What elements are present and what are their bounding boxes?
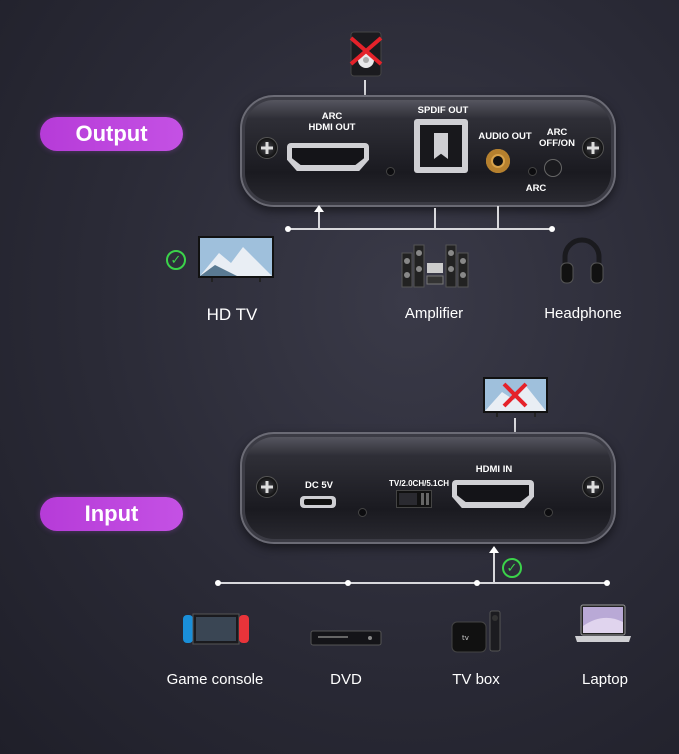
input-line-up: [493, 552, 495, 584]
connector-dot: [345, 580, 351, 586]
laptop-icon: [573, 604, 633, 646]
mode-switch: [396, 490, 432, 508]
connector-dot: [604, 580, 610, 586]
input-device-panel: DC 5V TV/2.0CH/5.1CH HDMI IN: [240, 432, 616, 544]
input-source-laptop: Laptop: [582, 671, 628, 688]
output-device-panel: ARC HDMI OUT SPDIF OUT AUDIO OUT ARC OFF…: [240, 95, 616, 207]
dvd-player-icon: [310, 629, 382, 647]
output-line-amp: [434, 208, 436, 230]
connector-dot: [285, 226, 291, 232]
spdif-optical-port: [414, 119, 468, 173]
output-line-headphone: [497, 206, 499, 230]
connector-dot: [215, 580, 221, 586]
check-icon: ✓: [166, 250, 186, 270]
output-section-label: Output: [40, 117, 183, 151]
input-source-game-console: Game console: [166, 671, 264, 688]
crossed-speaker-icon: [345, 30, 387, 78]
headphone-icon: [559, 233, 605, 287]
output-line-tv: [318, 208, 320, 230]
arrow-up-icon: [489, 546, 499, 553]
arc-hdmi-out-label: ARC HDMI OUT: [308, 111, 356, 133]
output-bus-line: [288, 228, 552, 230]
status-led: [358, 508, 367, 517]
screw-icon: [256, 137, 278, 159]
crossed-tv-icon: [482, 376, 549, 418]
check-icon: ✓: [502, 558, 522, 578]
arc-led: [528, 167, 537, 176]
tv-icon: [197, 235, 275, 283]
hdmi-in-port: [452, 480, 534, 508]
input-source-dvd: DVD: [330, 671, 362, 688]
arrow-up-icon: [314, 205, 324, 212]
amplifier-icon: [400, 243, 470, 289]
input-section-label: Input: [40, 497, 183, 531]
output-target-headphone: Headphone: [544, 305, 622, 322]
arc-toggle-button: [544, 159, 562, 177]
screw-icon: [582, 476, 604, 498]
output-target-hd-tv: HD TV: [206, 305, 258, 324]
status-led: [544, 508, 553, 517]
connector-dot: [474, 580, 480, 586]
mode-switch-label: TV/2.0CH/5.1CH: [388, 479, 450, 488]
audio-out-label: AUDIO OUT: [478, 131, 532, 142]
hdmi-out-port: [287, 143, 369, 171]
hdmi-in-label: HDMI IN: [475, 464, 513, 475]
dc-5v-port: [300, 496, 336, 508]
dc-5v-label: DC 5V: [305, 480, 333, 491]
input-bus-line: [218, 582, 607, 584]
input-source-tv-box: TV box: [452, 671, 500, 688]
output-target-amplifier: Amplifier: [404, 305, 464, 322]
arc-label: ARC: [525, 183, 547, 194]
audio-out-jack: [486, 149, 510, 173]
arc-switch-label: ARC OFF/ON: [539, 127, 575, 149]
spdif-out-label: SPDIF OUT: [417, 105, 469, 116]
svg-text:tv: tv: [462, 634, 469, 642]
screw-icon: [582, 137, 604, 159]
screw-icon: [256, 476, 278, 498]
game-console-icon: [183, 611, 249, 647]
connector-dot: [549, 226, 555, 232]
status-led: [386, 167, 395, 176]
tv-box-icon: tv: [450, 610, 504, 654]
